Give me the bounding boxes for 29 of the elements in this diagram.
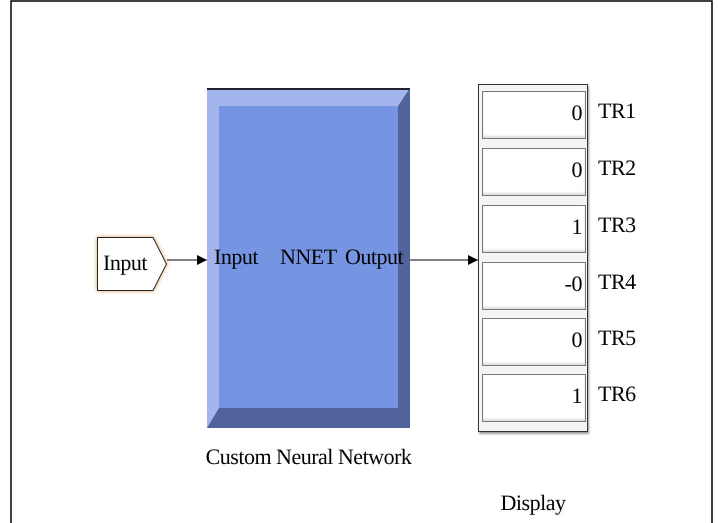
signal-label: TR1 xyxy=(598,98,636,124)
input-port-label: Input xyxy=(214,244,258,270)
signal-label: TR4 xyxy=(598,269,636,295)
signal-label: TR3 xyxy=(598,212,636,238)
display-value: 0 xyxy=(572,327,582,353)
display-field xyxy=(482,374,586,422)
display-value: 1 xyxy=(572,214,582,240)
output-port-label: Output xyxy=(345,244,404,270)
signal-label: TR2 xyxy=(598,155,636,181)
subsystem-block xyxy=(207,88,410,428)
display-field xyxy=(482,148,586,196)
display-field xyxy=(482,262,586,310)
port-label: Input xyxy=(103,250,147,276)
display-field xyxy=(482,318,586,366)
display-value: -0 xyxy=(564,271,582,297)
signal-arrow xyxy=(166,255,208,265)
block-name: Custom Neural Network xyxy=(206,444,412,470)
display-field xyxy=(482,91,586,139)
display-block xyxy=(478,84,588,432)
signal-arrow xyxy=(410,255,478,265)
display-value: 1 xyxy=(572,383,582,409)
block-label: NNET xyxy=(280,244,337,270)
display-value: 0 xyxy=(572,100,582,126)
display-field xyxy=(482,205,586,253)
signal-label: TR6 xyxy=(598,381,636,407)
signal-label: TR5 xyxy=(598,325,636,351)
inport-block xyxy=(97,237,167,291)
display-value: 0 xyxy=(572,157,582,183)
block-name: Display xyxy=(500,490,566,516)
